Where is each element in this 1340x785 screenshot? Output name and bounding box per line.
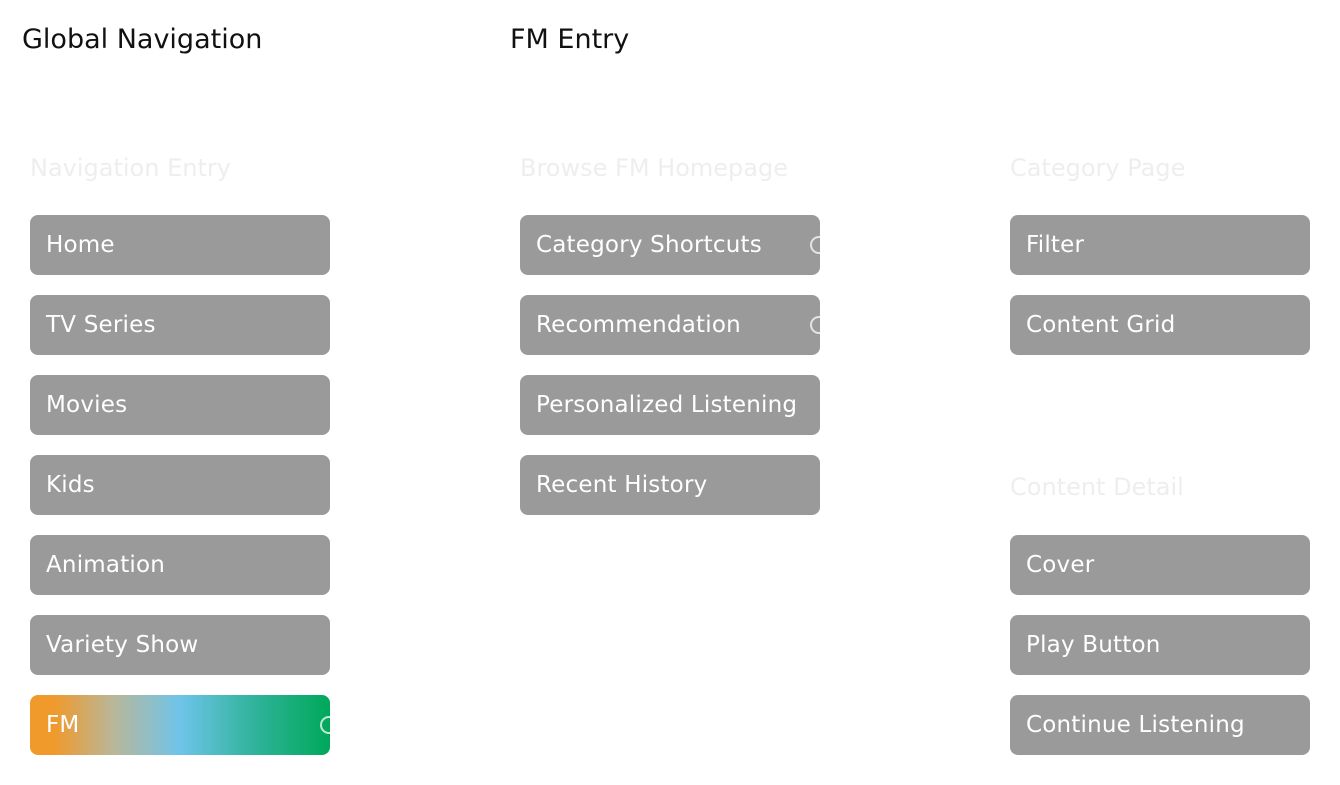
connector-port-icon[interactable] bbox=[810, 316, 820, 334]
node-filter-label: Filter bbox=[1026, 232, 1085, 258]
connector-port-icon[interactable] bbox=[320, 716, 330, 734]
navigation-entry-label: Navigation Entry bbox=[30, 154, 231, 182]
connector-port-icon[interactable] bbox=[810, 236, 820, 254]
node-variety-show[interactable]: Variety Show bbox=[30, 615, 330, 675]
node-kids[interactable]: Kids bbox=[30, 455, 330, 515]
node-movies[interactable]: Movies bbox=[30, 375, 330, 435]
node-play-button-label: Play Button bbox=[1026, 632, 1161, 658]
node-play-button[interactable]: Play Button bbox=[1010, 615, 1310, 675]
node-kids-label: Kids bbox=[46, 472, 95, 498]
node-tv-series[interactable]: TV Series bbox=[30, 295, 330, 355]
fm-entry-heading: FM Entry bbox=[510, 24, 630, 55]
node-fm-label: FM bbox=[46, 712, 80, 738]
node-movies-label: Movies bbox=[46, 392, 128, 418]
node-fm[interactable]: FM bbox=[30, 695, 330, 755]
node-tv-series-label: TV Series bbox=[46, 312, 156, 338]
node-cover[interactable]: Cover bbox=[1010, 535, 1310, 595]
node-filter[interactable]: Filter bbox=[1010, 215, 1310, 275]
browse-fm-homepage-label: Browse FM Homepage bbox=[520, 154, 788, 182]
node-content-grid[interactable]: Content Grid bbox=[1010, 295, 1310, 355]
node-recommendation[interactable]: Recommendation bbox=[520, 295, 820, 355]
node-home[interactable]: Home bbox=[30, 215, 330, 275]
content-detail-label: Content Detail bbox=[1010, 473, 1184, 501]
node-category-shortcuts-label: Category Shortcuts bbox=[536, 232, 762, 258]
node-recent-history[interactable]: Recent History bbox=[520, 455, 820, 515]
node-continue-listening[interactable]: Continue Listening bbox=[1010, 695, 1310, 755]
node-animation[interactable]: Animation bbox=[30, 535, 330, 595]
node-continue-listening-label: Continue Listening bbox=[1026, 712, 1245, 738]
node-home-label: Home bbox=[46, 232, 115, 258]
node-cover-label: Cover bbox=[1026, 552, 1095, 578]
node-recent-history-label: Recent History bbox=[536, 472, 708, 498]
node-category-shortcuts[interactable]: Category Shortcuts bbox=[520, 215, 820, 275]
node-content-grid-label: Content Grid bbox=[1026, 312, 1176, 338]
category-page-label: Category Page bbox=[1010, 154, 1186, 182]
node-personalized-listening-label: Personalized Listening bbox=[536, 392, 798, 418]
node-recommendation-label: Recommendation bbox=[536, 312, 741, 338]
global-navigation-heading: Global Navigation bbox=[22, 24, 263, 55]
node-personalized-listening[interactable]: Personalized Listening bbox=[520, 375, 820, 435]
node-animation-label: Animation bbox=[46, 552, 166, 578]
node-variety-show-label: Variety Show bbox=[46, 632, 199, 658]
